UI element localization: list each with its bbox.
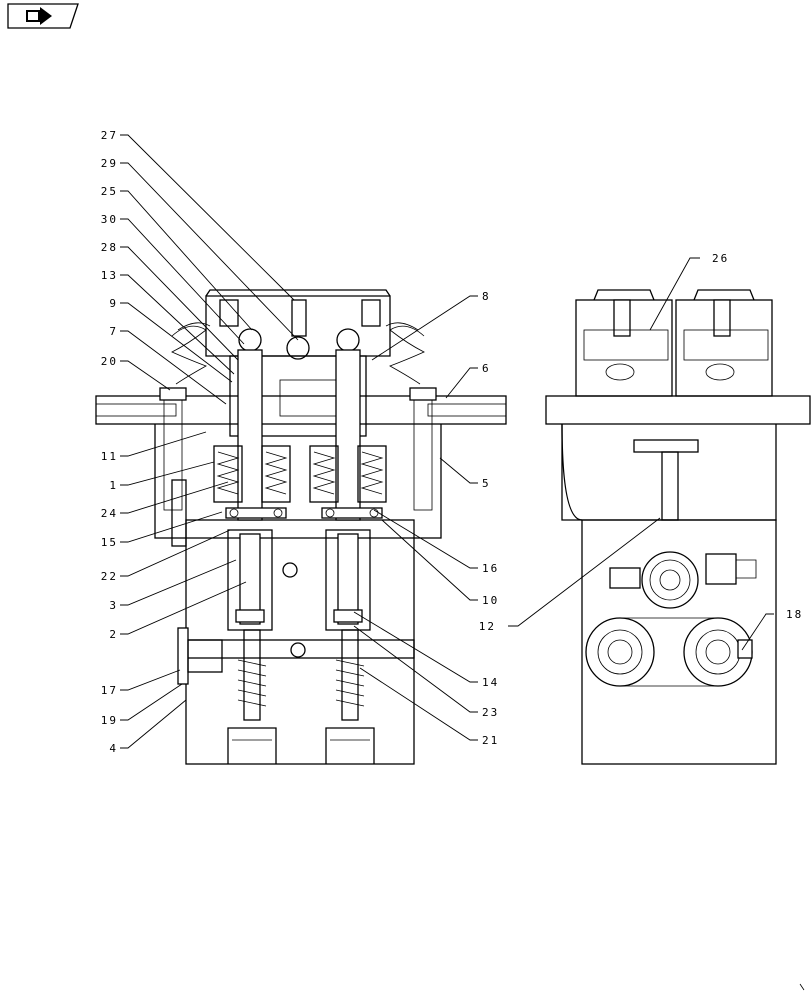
callout-label: 8 [482,290,491,303]
exterior-view [545,289,811,765]
callout-label: 3 [109,599,118,612]
callout-label: 29 [101,157,118,170]
section-view [95,289,507,765]
callout-label: 26 [712,252,729,265]
callout-label: 25 [101,185,118,198]
callout-label: 16 [482,562,499,575]
callout-label: 2 [109,628,118,641]
callout-label: 21 [482,734,499,747]
page-back-icon [26,7,52,25]
callout-label: 12 [479,620,496,633]
callout-label: 10 [482,594,499,607]
callout-label: 19 [101,714,118,727]
stray-mark [799,983,805,991]
callout-label: 17 [101,684,118,697]
callout-label: 9 [109,297,118,310]
callout-label: 27 [101,129,118,142]
callout-label: 30 [101,213,118,226]
callout-label: 5 [482,477,491,490]
callout-label: 22 [101,570,118,583]
callout-label: 1 [109,479,118,492]
callout-label: 7 [109,325,118,338]
callout-label: 6 [482,362,491,375]
callout-label: 18 [786,608,803,621]
callout-label: 23 [482,706,499,719]
callout-label: 4 [109,742,118,755]
callout-label: 11 [101,450,118,463]
callout-label: 14 [482,676,499,689]
callout-label: 15 [101,536,118,549]
callout-label: 20 [101,355,118,368]
callout-label: 28 [101,241,118,254]
leader-lines [120,134,774,749]
nav-back-button[interactable] [7,3,79,29]
callout-label: 24 [101,507,118,520]
callout-labels: 2729253028139720111241522321719486516101… [101,129,803,755]
callout-label: 13 [101,269,118,282]
